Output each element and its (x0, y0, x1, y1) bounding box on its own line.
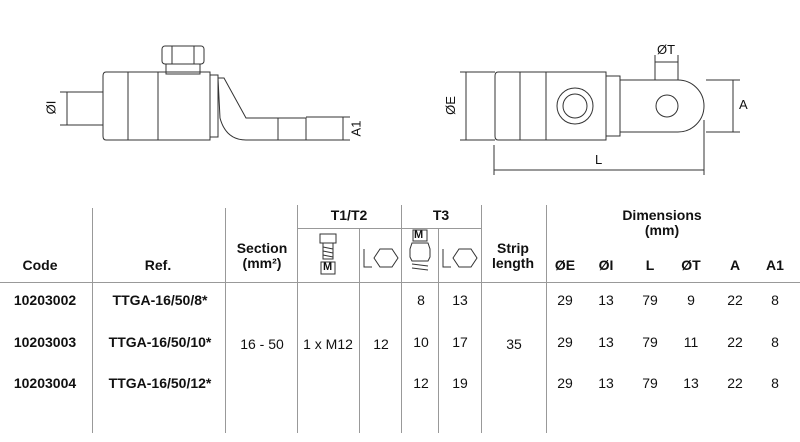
row-dim-value: 79 (642, 375, 658, 391)
t1t2-hex-value: 12 (373, 336, 389, 352)
row-dim-value: 13 (683, 375, 699, 391)
row-ref: TTGA-16/50/12* (108, 375, 212, 391)
header-section: Section(mm²) (237, 241, 288, 270)
row-dim-value: 13 (598, 375, 614, 391)
header-dim-oi: ØI (598, 257, 614, 273)
row-dim-value: 29 (557, 334, 573, 350)
header-dim-l: L (645, 257, 655, 273)
row-ref: TTGA-16/50/8* (112, 292, 208, 308)
row-dim-value: 29 (557, 375, 573, 391)
side-view-drawing (60, 45, 350, 141)
hole-diameter-label: ØT (657, 42, 676, 57)
row-t3-hex: 13 (452, 292, 468, 308)
header-dimensions-line2: (mm) (644, 221, 680, 238)
header-strip-line2: length (492, 254, 534, 271)
row-dim-value: 11 (683, 334, 699, 350)
row-dim-value: 13 (598, 334, 614, 350)
row-dim-value: 22 (727, 334, 743, 350)
row-dim-value: 8 (771, 334, 779, 350)
row-dim-value: 8 (771, 292, 779, 308)
length-label: L (595, 152, 603, 167)
t1t2-bolt-value: 1 x M12 (303, 336, 353, 352)
row-dim-value: 79 (642, 334, 658, 350)
header-dim-a1: A1 (766, 257, 784, 273)
row-t3-m: 12 (413, 375, 429, 391)
header-dimensions: Dimensions(mm) (622, 208, 701, 237)
header-strip-line1: Strip (497, 240, 529, 256)
header-ref: Ref. (144, 257, 172, 273)
row-t3-hex: 17 (452, 334, 468, 350)
row-code: 10203003 (13, 334, 77, 350)
row-dim-value: 29 (557, 292, 573, 308)
bolt-icon-label: M (323, 261, 333, 273)
header-dimensions-line1: Dimensions (622, 207, 702, 223)
header-t3: T3 (432, 207, 450, 223)
outer-diameter-label: ØE (442, 96, 458, 115)
header-dim-ot: ØT (681, 257, 701, 273)
row-code: 10203004 (13, 375, 77, 391)
bolt-icon (319, 233, 337, 275)
row-t3-m: 8 (417, 292, 425, 308)
strip-length-value: 35 (506, 336, 522, 352)
row-dim-value: 8 (771, 375, 779, 391)
row-dim-value: 79 (642, 292, 658, 308)
shear-bolt-icon (409, 229, 431, 271)
header-t1t2: T1/T2 (330, 207, 368, 223)
hex-key-icon (363, 248, 399, 268)
row-code: 10203002 (13, 292, 77, 308)
header-section-line1: Section (236, 240, 288, 256)
header-dim-a: A (729, 257, 741, 273)
header-dim-oe: ØE (554, 257, 576, 273)
row-dim-value: 22 (727, 375, 743, 391)
top-view-drawing (460, 55, 740, 175)
hex-key-icon (442, 248, 478, 268)
row-dim-value: 9 (687, 292, 695, 308)
header-code: Code (22, 257, 58, 273)
shear-bolt-icon-label: M (414, 229, 424, 241)
header-section-line2: (mm²) (242, 254, 282, 271)
a-label: A (739, 97, 748, 112)
row-ref: TTGA-16/50/10* (108, 334, 212, 350)
row-dim-value: 13 (598, 292, 614, 308)
row-t3-hex: 19 (452, 375, 468, 391)
row-t3-m: 10 (413, 334, 429, 350)
section-value: 16 - 50 (240, 336, 284, 352)
row-dim-value: 22 (727, 292, 743, 308)
